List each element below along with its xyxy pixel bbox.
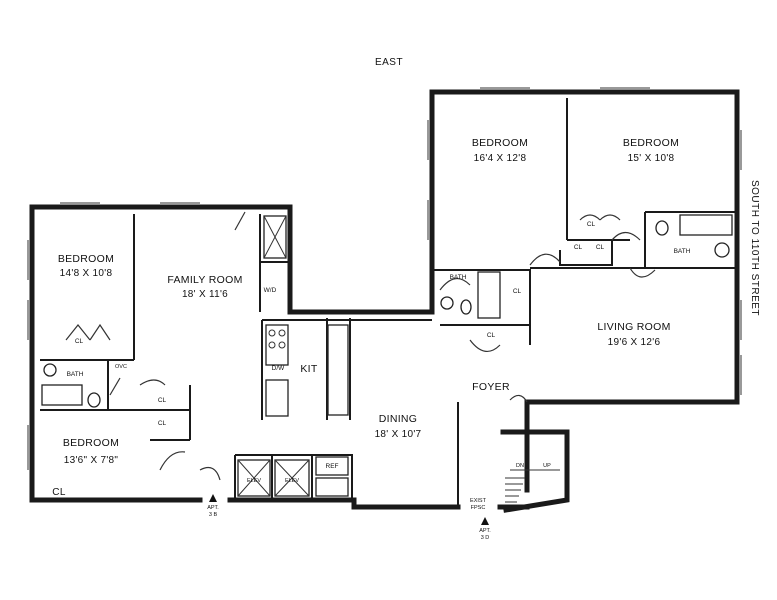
range-cabinet [315,477,349,497]
toilet-east-2 [655,220,669,236]
elev-label-2: ELEV [285,478,299,484]
bathtub-east-1 [477,271,501,319]
exterior-walls [29,89,740,513]
fpsc-label: FPSC [471,505,486,511]
apt-3d-arrow [481,517,489,525]
cl-label-east-1: CL [513,288,522,295]
cl-label-west-3: CL [158,420,167,427]
bath-label-west: BATH [67,371,84,378]
bedroom-nw-name: BEDROOM [58,253,114,265]
family-room-dims: 18' X 11'6 [182,289,228,300]
bath-label-east-2: BATH [674,248,691,255]
cl-label-west-4: CL [52,487,66,498]
compass-south-label: SOUTH TO 110TH STREET [749,180,760,316]
bedroom-ne2-dims: 15' X 10'8 [628,153,675,164]
cl-label-east-3: CL [574,244,583,251]
cl-label-east-2: CL [487,332,496,339]
sink [43,363,57,377]
stair-up-label: UP [543,463,551,469]
dining-name: DINING [379,413,418,425]
living-room-dims: 19'6 X 12'6 [608,337,661,348]
bedroom-ne1-name: BEDROOM [472,137,528,149]
dining-dims: 18' X 10'7 [375,429,422,440]
ovc-label: OVC [115,364,127,370]
bathtub [41,384,83,406]
windows [27,87,742,470]
bedroom-nw-dims: 14'8 X 10'8 [60,268,113,279]
refrigerator [315,456,349,476]
apt-3d-label-2: 3 D [481,535,490,541]
stair-dn-label: DN [516,463,524,469]
sink-east-2 [714,242,730,258]
exist-label: EXIST [470,498,487,504]
interior-walls [40,98,737,507]
sink-east-1 [440,296,454,310]
foyer-name: FOYER [472,381,510,393]
kitchen-sink [265,379,289,417]
cl-label-east-5: CL [587,221,596,228]
compass-east-label: EAST [375,57,403,68]
bedroom-sw-name: BEDROOM [63,437,119,449]
toilet-east-1 [460,299,472,315]
doors [65,211,656,481]
family-room-name: FAMILY ROOM [167,274,242,286]
stove [265,324,289,366]
kitchen-name: KIT [300,363,318,375]
apt-3b-label-1: APT. [207,505,219,511]
ref-label: REF [326,463,339,470]
bedroom-sw-dims: 13'6" X 7'8" [64,455,119,466]
cl-label-east-4: CL [596,244,605,251]
cl-label-west-1: CL [75,338,84,345]
cl-label-west-2: CL [158,397,167,404]
fixtures [41,214,733,503]
apt-3b-arrow [209,494,217,502]
entrance-markers [209,494,489,525]
apt-3d-label-1: APT. [479,528,491,534]
toilet [87,392,101,408]
dw-label: D/W [272,365,286,372]
bedroom-ne2-name: BEDROOM [623,137,679,149]
bathtub-east-2 [679,214,733,236]
elev-label-1: ELEV [247,478,261,484]
living-room-name: LIVING ROOM [597,321,670,333]
kitchen-island [327,324,349,416]
bath-label-east-1: BATH [450,274,467,281]
apt-3b-label-2: 3 B [209,512,218,518]
bedroom-ne1-dims: 16'4 X 12'8 [474,153,527,164]
wd-label: W/D [264,287,277,294]
